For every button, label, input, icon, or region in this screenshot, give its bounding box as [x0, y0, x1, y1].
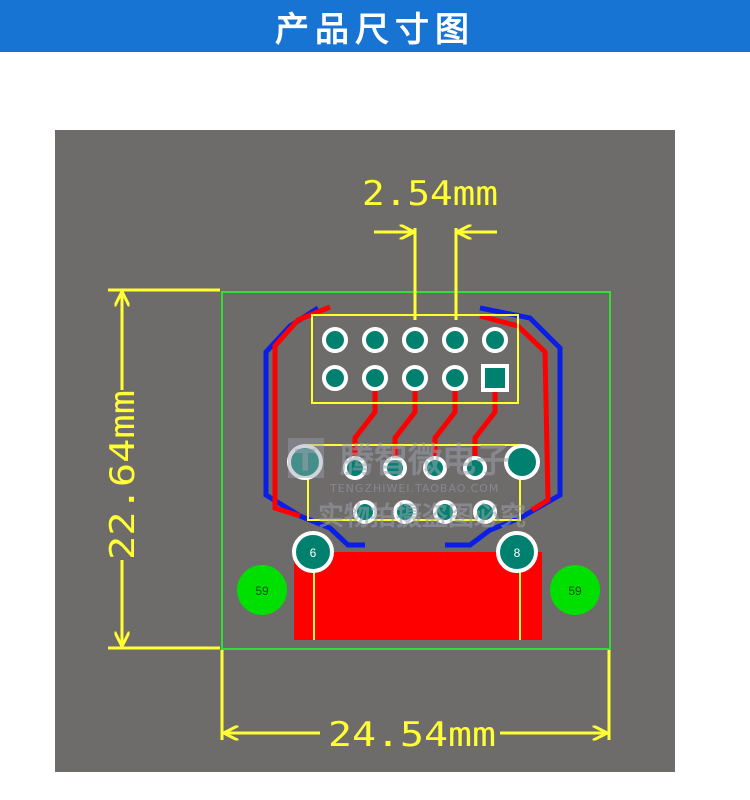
green-pad-label-left: 59	[255, 584, 269, 598]
header-pads	[322, 327, 509, 392]
height-dimension	[108, 288, 220, 650]
mount-pad-right-small	[504, 444, 540, 480]
height-dimension-label: 22.64mm	[103, 390, 143, 560]
watermark-logo-box	[288, 438, 324, 478]
green-pad-label-right: 59	[568, 584, 582, 598]
connector-pad	[353, 500, 377, 524]
page-title: 产品尺寸图	[275, 9, 475, 50]
green-pad-right	[550, 565, 600, 615]
pitch-dimension	[374, 228, 497, 320]
green-pads: 59 59	[237, 565, 600, 615]
header-pad	[362, 365, 388, 391]
connector-pad	[393, 500, 417, 524]
watermark-url: TENGZHIWEI.TAOBAO.COM	[329, 482, 499, 495]
pitch-dimension-label: 2.54mm	[362, 174, 498, 214]
watermark-slogan: 实物拍摄盗图必究	[318, 501, 526, 532]
header-pad	[362, 327, 388, 353]
watermark: T 腾智微电子 TENGZHIWEI.TAOBAO.COM 实物拍摄盗图必究	[288, 438, 526, 532]
connector-pad	[423, 456, 447, 480]
mount-pad-8	[496, 531, 538, 573]
header-pad	[402, 365, 428, 391]
header-pad	[322, 365, 348, 391]
usb-shell-outline	[313, 565, 521, 640]
green-pad-left	[237, 565, 287, 615]
watermark-logo-letter: T	[295, 444, 316, 479]
connector-housing	[287, 444, 540, 524]
connector-pad	[473, 500, 497, 524]
red-traces	[272, 304, 551, 519]
connector-pad	[433, 500, 457, 524]
header-pad	[482, 327, 508, 353]
pad-label-8: 8	[514, 546, 521, 560]
header-pad	[322, 327, 348, 353]
page-header: 产品尺寸图	[0, 0, 750, 52]
large-pads: 6 8	[292, 531, 538, 573]
connector-pad	[383, 456, 407, 480]
connector-pad	[343, 456, 367, 480]
usb-shell-pad	[294, 552, 542, 640]
connector-pad	[463, 456, 487, 480]
width-dimension-label: 24.54mm	[328, 715, 496, 755]
mount-pad-6	[292, 531, 334, 573]
header-pad-square	[481, 364, 509, 392]
header-pad	[442, 365, 468, 391]
width-dimension	[220, 650, 611, 740]
pad-label-6: 6	[310, 546, 317, 560]
mount-pad-left-small	[287, 444, 323, 480]
board-background	[55, 130, 675, 772]
header-pad	[442, 327, 468, 353]
header-pad	[402, 327, 428, 353]
watermark-brand: 腾智微电子	[340, 441, 510, 481]
